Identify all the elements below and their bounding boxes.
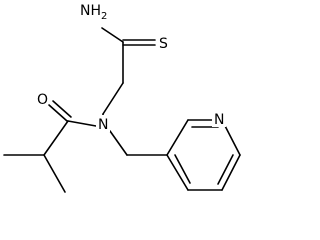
bond-ch-me2: [43, 154, 66, 193]
bond-cco-ch: [43, 120, 69, 156]
ring-bond-c3-c2: [166, 119, 189, 156]
pyridine-nitrogen-bg: [212, 110, 226, 127]
ring-double-c4-c3: [174, 154, 191, 184]
ring-bond-c4-c3: [166, 154, 189, 191]
nh2-subscript: 2: [101, 11, 107, 22]
amide-nitrogen-bg: [96, 115, 110, 132]
bond-n-cco: [67, 120, 97, 127]
ring-double-c6-c5: [217, 154, 234, 185]
bond-cco-o-a: [48, 104, 68, 122]
sulfur-label: S: [159, 36, 168, 52]
pyridine-nitrogen-label: N: [214, 112, 224, 128]
bond-n-ch2: [109, 130, 128, 156]
oxygen-label: O: [37, 92, 48, 108]
bond-c2-c3: [102, 82, 124, 115]
bond-cco-o-b: [52, 100, 72, 118]
bond-c1-nh2: [101, 27, 124, 43]
nh2-label: NH2: [80, 3, 107, 22]
amide-nitrogen-label: N: [98, 117, 108, 133]
ring-bond-c6-c5: [221, 154, 241, 191]
chemical-structure: NH2 S O N N: [3, 3, 241, 193]
